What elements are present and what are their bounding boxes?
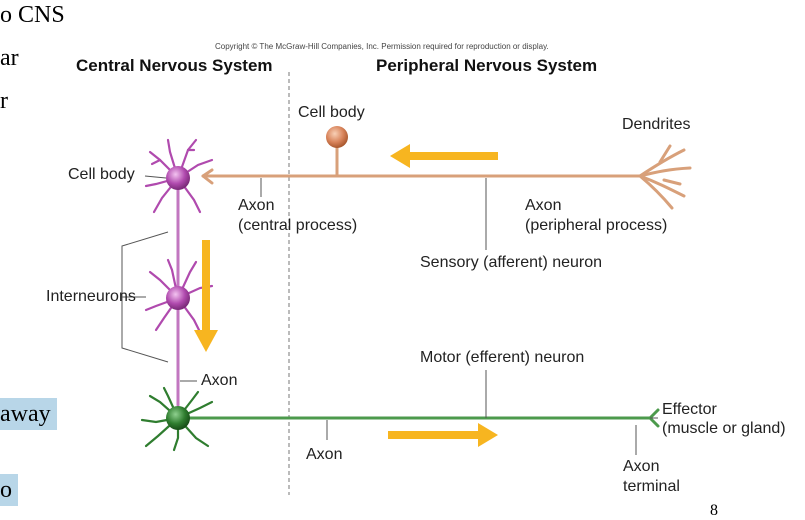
leader-lines	[121, 175, 658, 455]
interneuron-direction-arrow	[194, 240, 218, 352]
header-peripheral-nervous-system: Peripheral Nervous System	[376, 56, 598, 75]
sensory-cell-body	[326, 126, 348, 148]
label-axon-peripheral: Axon	[525, 197, 562, 214]
label-axon-central: Axon	[238, 197, 275, 214]
slide-fragment-cns: o CNS	[0, 2, 65, 28]
page-number: 8	[710, 502, 718, 519]
slide-fragment-r: r	[0, 88, 8, 114]
label-axon-terminal-axon: Axon	[623, 458, 660, 475]
slide-fragment-ar: ar	[0, 45, 19, 71]
label-cns-cell-body: Cell body	[68, 166, 135, 183]
label-dendrites: Dendrites	[622, 116, 691, 133]
slide-fragment-away: away	[0, 398, 57, 430]
label-sensory-cell-body: Cell body	[298, 104, 365, 121]
copyright-notice: Copyright © The McGraw-Hill Companies, I…	[215, 42, 549, 51]
motor-direction-arrow	[388, 423, 498, 447]
label-axon-terminal: terminal	[623, 478, 680, 495]
label-effector: Effector	[662, 401, 717, 418]
label-peripheral-process: (peripheral process)	[525, 217, 668, 234]
label-interneuron-axon: Axon	[201, 372, 238, 389]
label-muscle-or-gland: (muscle or gland)	[662, 420, 786, 437]
header-central-nervous-system: Central Nervous System	[76, 56, 273, 75]
motor-neuron	[176, 408, 660, 428]
label-motor-neuron: Motor (efferent) neuron	[420, 349, 585, 366]
sensory-direction-arrow	[390, 144, 498, 168]
slide-fragment-o: o	[0, 474, 18, 506]
label-interneurons: Interneurons	[46, 288, 136, 305]
label-motor-axon: Axon	[306, 446, 343, 463]
label-sensory-neuron: Sensory (afferent) neuron	[420, 254, 603, 271]
label-central-process: (central process)	[238, 217, 358, 234]
sensory-neuron	[201, 143, 692, 210]
